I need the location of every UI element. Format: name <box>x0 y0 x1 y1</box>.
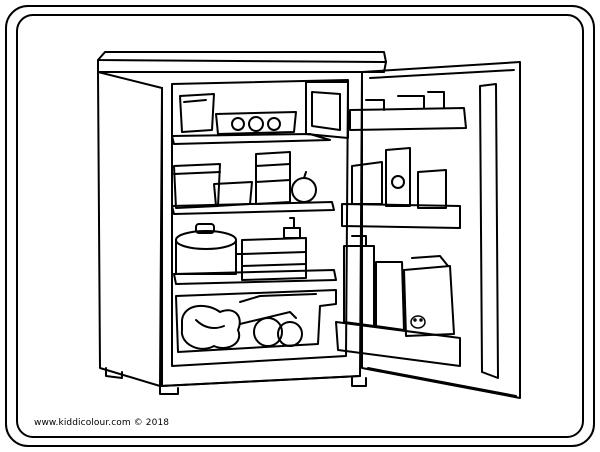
fridge-door <box>335 61 521 399</box>
credit-text: www.kiddicolour.com © 2018 <box>34 418 170 428</box>
outer-frame <box>5 5 595 447</box>
freezer-compartment <box>305 81 349 139</box>
lower-shelf-items <box>175 217 307 281</box>
inner-frame <box>16 14 584 438</box>
top-shelf-items <box>179 93 297 135</box>
milk-carton-cow-icon <box>410 315 426 329</box>
middle-shelf-items <box>173 151 317 209</box>
fridge-body <box>97 51 387 395</box>
vegetable-drawer-items <box>180 304 303 350</box>
